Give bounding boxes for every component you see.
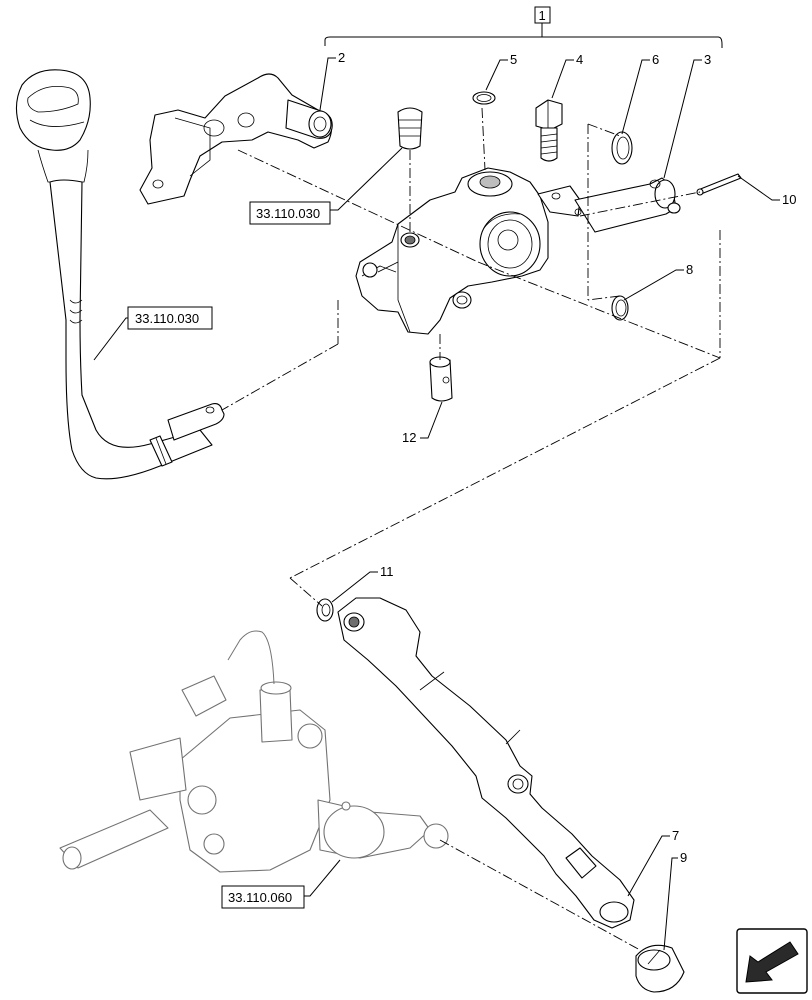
callout-9[interactable]: 9 bbox=[680, 850, 687, 865]
callout-10[interactable]: 10 bbox=[782, 192, 796, 207]
callout-11[interactable]: 11 bbox=[380, 564, 394, 579]
part-10-pin[interactable] bbox=[696, 173, 742, 196]
reference-bottom-text: 33.110.060 bbox=[228, 890, 292, 905]
main-shift-housing[interactable] bbox=[355, 167, 582, 335]
part-3-shaft[interactable] bbox=[574, 177, 681, 233]
part-6-circlip[interactable] bbox=[611, 131, 633, 165]
part-2-bracket[interactable] bbox=[139, 73, 333, 205]
valve-assembly[interactable] bbox=[59, 630, 449, 873]
gear-shift-lever[interactable] bbox=[15, 69, 225, 480]
grease-fitting[interactable] bbox=[397, 107, 423, 150]
part-4-bolt[interactable] bbox=[535, 99, 563, 162]
callout-2[interactable]: 2 bbox=[338, 50, 345, 65]
reference-box-top[interactable]: 33.110.030 bbox=[249, 201, 331, 225]
reference-left-text: 33.110.030 bbox=[135, 311, 199, 326]
callout-3[interactable]: 3 bbox=[704, 52, 711, 67]
callout-12[interactable]: 12 bbox=[402, 430, 416, 445]
part-9-sleeve[interactable] bbox=[635, 944, 685, 993]
part-12-pin[interactable] bbox=[429, 356, 453, 402]
callout-4[interactable]: 4 bbox=[576, 52, 583, 67]
part-7-lever-arm[interactable] bbox=[337, 597, 635, 929]
callout-5[interactable]: 5 bbox=[510, 52, 517, 67]
back-arrow-icon[interactable] bbox=[736, 928, 808, 994]
part-11-washer[interactable] bbox=[316, 598, 334, 622]
reference-top-text: 33.110.030 bbox=[256, 206, 320, 221]
callout-7[interactable]: 7 bbox=[672, 828, 679, 843]
group-bracket: 1 bbox=[324, 6, 723, 48]
reference-box-left[interactable]: 33.110.030 bbox=[127, 306, 213, 330]
part-5-snap-ring[interactable] bbox=[472, 91, 496, 105]
callout-1[interactable]: 1 bbox=[539, 8, 546, 23]
callout-6[interactable]: 6 bbox=[652, 52, 659, 67]
callout-8[interactable]: 8 bbox=[686, 262, 693, 277]
reference-box-bottom[interactable]: 33.110.060 bbox=[221, 885, 305, 909]
center-lines bbox=[221, 107, 721, 951]
leader-lines bbox=[93, 57, 780, 951]
